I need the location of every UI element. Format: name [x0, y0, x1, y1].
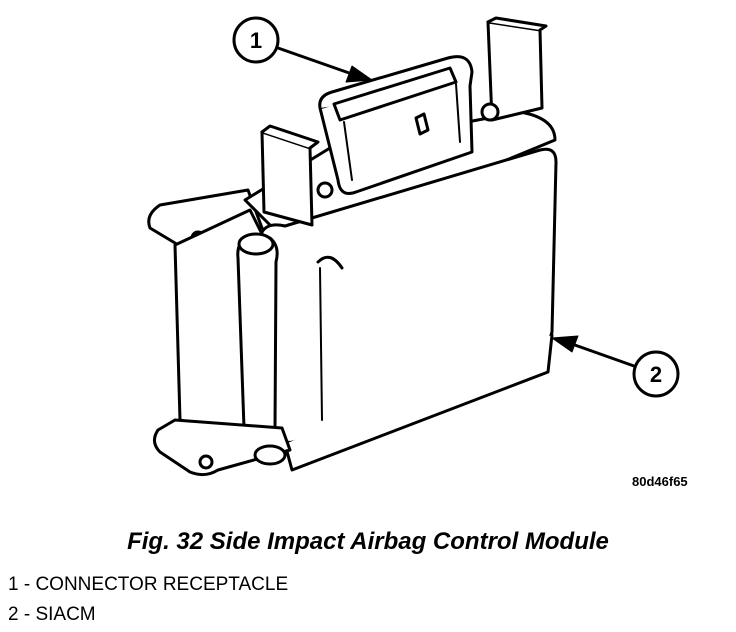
callout-1-number: 1: [250, 28, 262, 53]
callout-2-number: 2: [650, 362, 662, 387]
callout-1: 1: [232, 16, 280, 64]
front-retainer-plate: [260, 124, 320, 227]
legend-item-2: 2 - SIACM: [8, 604, 96, 625]
connector-receptacle: [316, 55, 500, 199]
leader-line-2: [551, 335, 636, 368]
lower-mounting-tab: [153, 418, 292, 477]
callout-2: 2: [632, 350, 680, 398]
leader-line-1: [276, 46, 373, 83]
figure-reference-code: 80d46f65: [632, 474, 688, 489]
module-illustration: 1 2: [147, 16, 680, 477]
legend: 1 - CONNECTOR RECEPTACLE 2 - SIACM: [8, 570, 288, 630]
legend-item-1: 1 - CONNECTOR RECEPTACLE: [8, 574, 289, 595]
figure-caption: Fig. 32 Side Impact Airbag Control Modul…: [127, 528, 609, 555]
rear-retainer-plate: [486, 16, 548, 122]
